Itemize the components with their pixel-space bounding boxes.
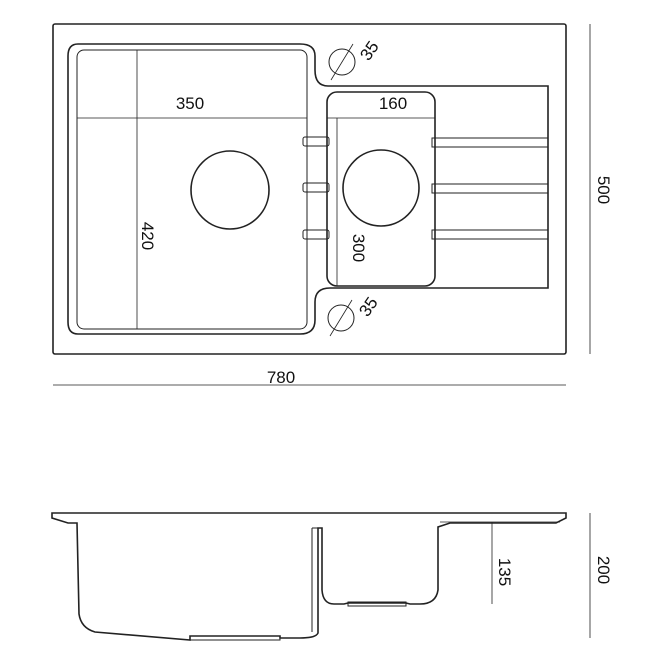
plan-view: 350 160 420 300 35 35 [52, 23, 567, 355]
tap-hole-circle [328, 48, 356, 76]
dim-large-basin-width: 350 [176, 94, 204, 113]
dim-tap-hole-top: 35 [356, 38, 382, 64]
drainboard-rib [431, 183, 549, 194]
overflow-slot [302, 182, 330, 193]
overflow-slot [302, 136, 330, 147]
large-basin-outer-rim [67, 43, 549, 335]
overflow-slot [302, 229, 330, 240]
small-bowl-drain-boss [347, 601, 407, 607]
dim-small-basin-height: 300 [349, 234, 368, 262]
tap-hole-top [328, 43, 356, 81]
large-basin-drain [190, 150, 270, 230]
dim-section-height: 200 [594, 556, 613, 584]
section-view: 135 200 [51, 512, 613, 641]
small-basin-drain [342, 149, 420, 227]
dim-small-basin-width: 160 [379, 94, 407, 113]
dim-overall-height: 500 [594, 176, 613, 204]
drainboard-rib [431, 229, 549, 240]
dim-overall-width: 780 [267, 368, 295, 387]
large-basin-inner-rim [76, 49, 308, 330]
tap-hole-bottom [327, 299, 355, 337]
small-basin [326, 91, 436, 287]
tap-hole-diameter-line [330, 43, 354, 81]
dim-tap-hole-bottom: 35 [355, 294, 381, 320]
plan-overall-dimensions: 780 500 [53, 24, 613, 387]
sink-profile-outline [51, 512, 567, 641]
drainboard-rib [431, 137, 549, 148]
large-bowl-drain-boss [189, 635, 281, 641]
tap-hole-diameter-line [329, 299, 353, 337]
sink-outline [52, 23, 567, 355]
dim-large-basin-height: 420 [138, 222, 157, 250]
tap-hole-circle [327, 304, 355, 332]
dim-basin-depth: 135 [495, 558, 514, 586]
